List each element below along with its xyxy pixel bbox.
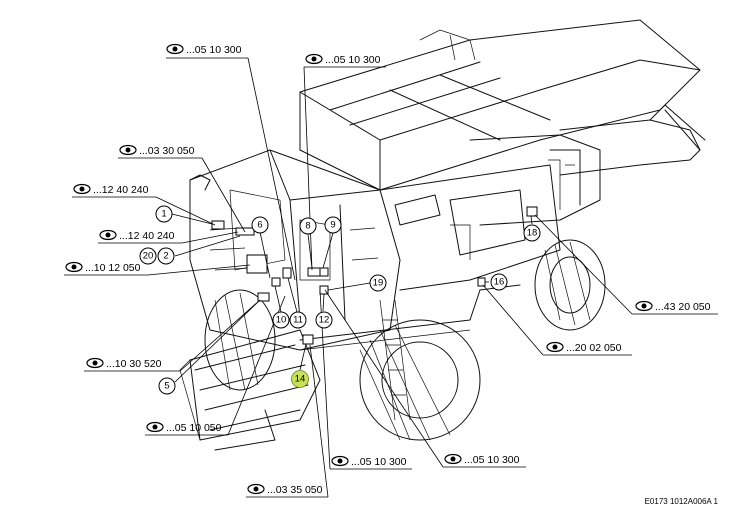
eye-icon	[146, 421, 164, 433]
eye-icon	[166, 43, 184, 55]
callout: 11	[289, 311, 307, 329]
reference-label: ...05 10 050	[146, 421, 222, 434]
reference-label: ...10 12 050	[65, 261, 141, 274]
combine-harvester-illustration	[179, 19, 706, 451]
callout-number: 12	[319, 315, 330, 326]
callout: 16	[490, 273, 508, 291]
callout-number: 1	[161, 209, 166, 220]
reference-label: ...05 10 300	[166, 43, 242, 56]
callout-number: 16	[494, 277, 505, 288]
eye-icon	[546, 341, 564, 353]
reference-code: ...05 10 300	[186, 44, 242, 56]
callout-number: 14	[295, 374, 306, 385]
part-marker-11	[282, 267, 292, 279]
drawing-code: E0173 1012A006A 1	[645, 497, 719, 506]
part-marker-8	[307, 267, 321, 277]
callout-number: 6	[257, 220, 262, 231]
reference-code: ...20 02 050	[566, 342, 622, 354]
eye-icon	[247, 483, 265, 495]
reference-code: ...05 10 300	[325, 54, 381, 66]
callout-number: 11	[293, 315, 303, 326]
eye-icon	[635, 300, 653, 312]
eye-icon	[99, 229, 117, 241]
reference-label: ...03 30 050	[119, 144, 195, 157]
eye-icon	[331, 455, 349, 467]
reference-code: ...43 20 050	[655, 301, 711, 313]
callout-number: 2	[163, 251, 168, 262]
callout-number: 9	[330, 220, 335, 231]
reference-code: ...03 30 050	[139, 145, 195, 157]
callout: 5	[158, 377, 176, 395]
reference-code: ...05 10 300	[464, 454, 520, 466]
callout-number: 19	[373, 278, 384, 289]
eye-icon	[65, 261, 83, 273]
reference-label: ...05 10 300	[331, 455, 407, 468]
part-marker-20	[246, 254, 268, 274]
reference-code: ...12 40 240	[93, 184, 149, 196]
eye-icon	[444, 453, 462, 465]
callout: 9	[324, 216, 342, 234]
callout: 12	[315, 311, 333, 329]
part-marker-18	[526, 206, 538, 217]
callout: 20	[139, 247, 157, 265]
callout: 18	[523, 224, 541, 242]
eye-icon	[305, 53, 323, 65]
callout: 6	[251, 216, 269, 234]
reference-label: ...43 20 050	[635, 300, 711, 313]
reference-label: ...12 40 240	[73, 183, 149, 196]
part-marker-9	[319, 267, 329, 277]
part-marker-14	[302, 334, 314, 345]
reference-label: ...10 30 520	[86, 357, 162, 370]
callout-number: 18	[527, 228, 538, 239]
part-marker-1	[211, 220, 225, 230]
reference-label: ...05 10 300	[305, 53, 381, 66]
reference-code: ...10 12 050	[85, 262, 141, 274]
reference-label: ...05 10 300	[444, 453, 520, 466]
part-marker-10	[271, 277, 281, 287]
reference-labels: ...05 10 300 ...05 10 300 ...03 30 050 .…	[65, 43, 711, 496]
eye-icon	[86, 357, 104, 369]
part-marker-5	[257, 292, 270, 302]
callout: 8	[299, 217, 317, 235]
reference-label: ...03 35 050	[247, 483, 323, 496]
callout-number: 10	[276, 315, 287, 326]
reference-code: ...05 10 050	[166, 422, 222, 434]
callout: 10	[272, 311, 290, 329]
part-marker-16	[477, 277, 486, 287]
eye-icon	[119, 144, 137, 156]
callouts: 1 2 5 6 8 9 10 11	[139, 205, 541, 395]
callout: 1	[155, 205, 173, 223]
reference-code: ...03 35 050	[267, 484, 323, 496]
callout-number: 5	[164, 381, 169, 392]
reference-code: ...12 40 240	[119, 230, 175, 242]
eye-icon	[73, 183, 91, 195]
reference-code: ...10 30 520	[106, 358, 162, 370]
callout-number: 8	[305, 221, 310, 232]
reference-label: ...20 02 050	[546, 341, 622, 354]
callout: 19	[369, 274, 387, 292]
leader-lines	[64, 57, 718, 498]
callout: 2	[157, 247, 175, 265]
callout-number: 20	[143, 251, 154, 262]
callout-highlighted: 14	[291, 370, 309, 388]
reference-label: ...12 40 240	[99, 229, 175, 242]
reference-code: ...05 10 300	[351, 456, 407, 468]
part-markers	[211, 206, 538, 345]
